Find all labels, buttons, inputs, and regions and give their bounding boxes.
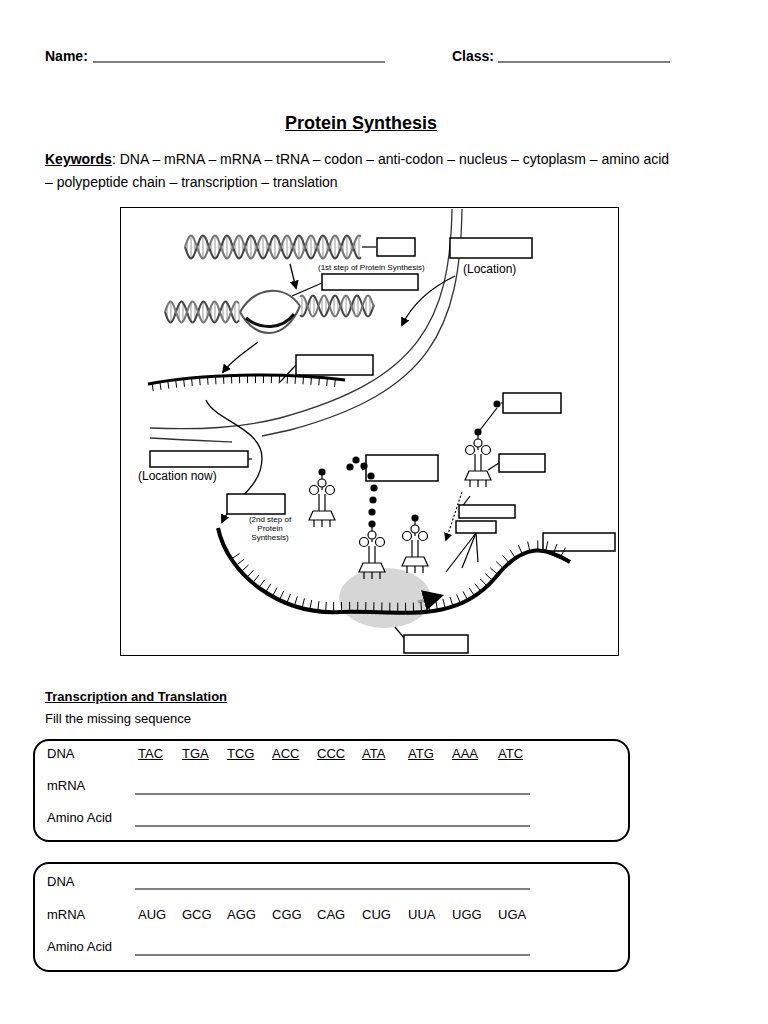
field-label: Class: [452,48,494,64]
codon: ATG [408,747,434,762]
codon: TGA [182,747,209,762]
nuclear-membrane [150,438,232,442]
row-label: Amino Acid [47,811,112,826]
codon: AGG [227,908,256,923]
answer-line [93,62,385,63]
codon: CAG [317,908,345,923]
codon: GCG [182,908,212,923]
keywords-list: – polypeptide chain – transcription – tr… [45,174,338,190]
codon: CGG [272,908,302,923]
keywords-heading: Keywords [45,151,112,167]
row-label: mRNA [47,779,85,794]
nuclear-membrane [150,209,452,429]
transcription-bubble [240,291,300,333]
codon: CUG [362,908,391,923]
dna-helix [165,301,239,323]
dna-helix [185,235,361,259]
dna-helix [300,295,374,317]
step-note: (2nd step of Protein Synthesis) [240,515,300,543]
answer-line [498,62,670,63]
figure-frame [121,208,619,656]
row-label: DNA [47,875,74,890]
trna [402,518,428,573]
instruction: Fill the missing sequence [45,712,191,727]
nuclear-membrane [262,209,462,436]
codon: UUA [408,908,435,923]
codon: UGG [452,908,482,923]
leader-lines [248,247,566,638]
codon: TAC [138,747,163,762]
keywords-list: : DNA – mRNA – mRNA – tRNA – codon – ant… [112,151,669,167]
codon: AUG [138,908,166,923]
sequence-table: DNA TAC TGA TCG ACC CCC ATA ATG AAA ATC mRNA Amino … [33,739,630,842]
process-arrow [223,342,258,372]
amino-acid-chain [318,400,500,527]
answer-box [150,238,615,653]
step-note: (1st step of Protein Synthesis) [318,263,425,272]
trna [309,472,335,527]
answer-line [135,794,530,955]
location-note: (Location) [463,263,516,277]
sequence-table: DNA mRNA AUG GCG AGG CGG CAG CUG UUA UGG UGA Amino … [33,862,630,972]
page-title: Protein Synthesis [285,113,437,134]
process-arrow [290,264,296,288]
codon: ATC [498,747,523,762]
mrna-strand [148,375,345,391]
codon: CCC [317,747,345,762]
row-label: Amino Acid [47,940,112,955]
ribosome [339,568,431,628]
codon: AAA [452,747,478,762]
row-label: mRNA [47,908,85,923]
codon: UGA [498,908,526,923]
protein-synthesis-figure [148,209,615,653]
codon: ACC [272,747,299,762]
trna [359,524,385,579]
field-label: Name: [45,48,88,64]
trna [465,432,491,487]
section-heading: Transcription and Translation [45,690,227,705]
codon: TCG [227,747,254,762]
codon: ATA [362,747,385,762]
location-note: (Location now) [138,470,217,484]
ribosome-direction [418,596,440,602]
row-label: DNA [47,747,74,762]
